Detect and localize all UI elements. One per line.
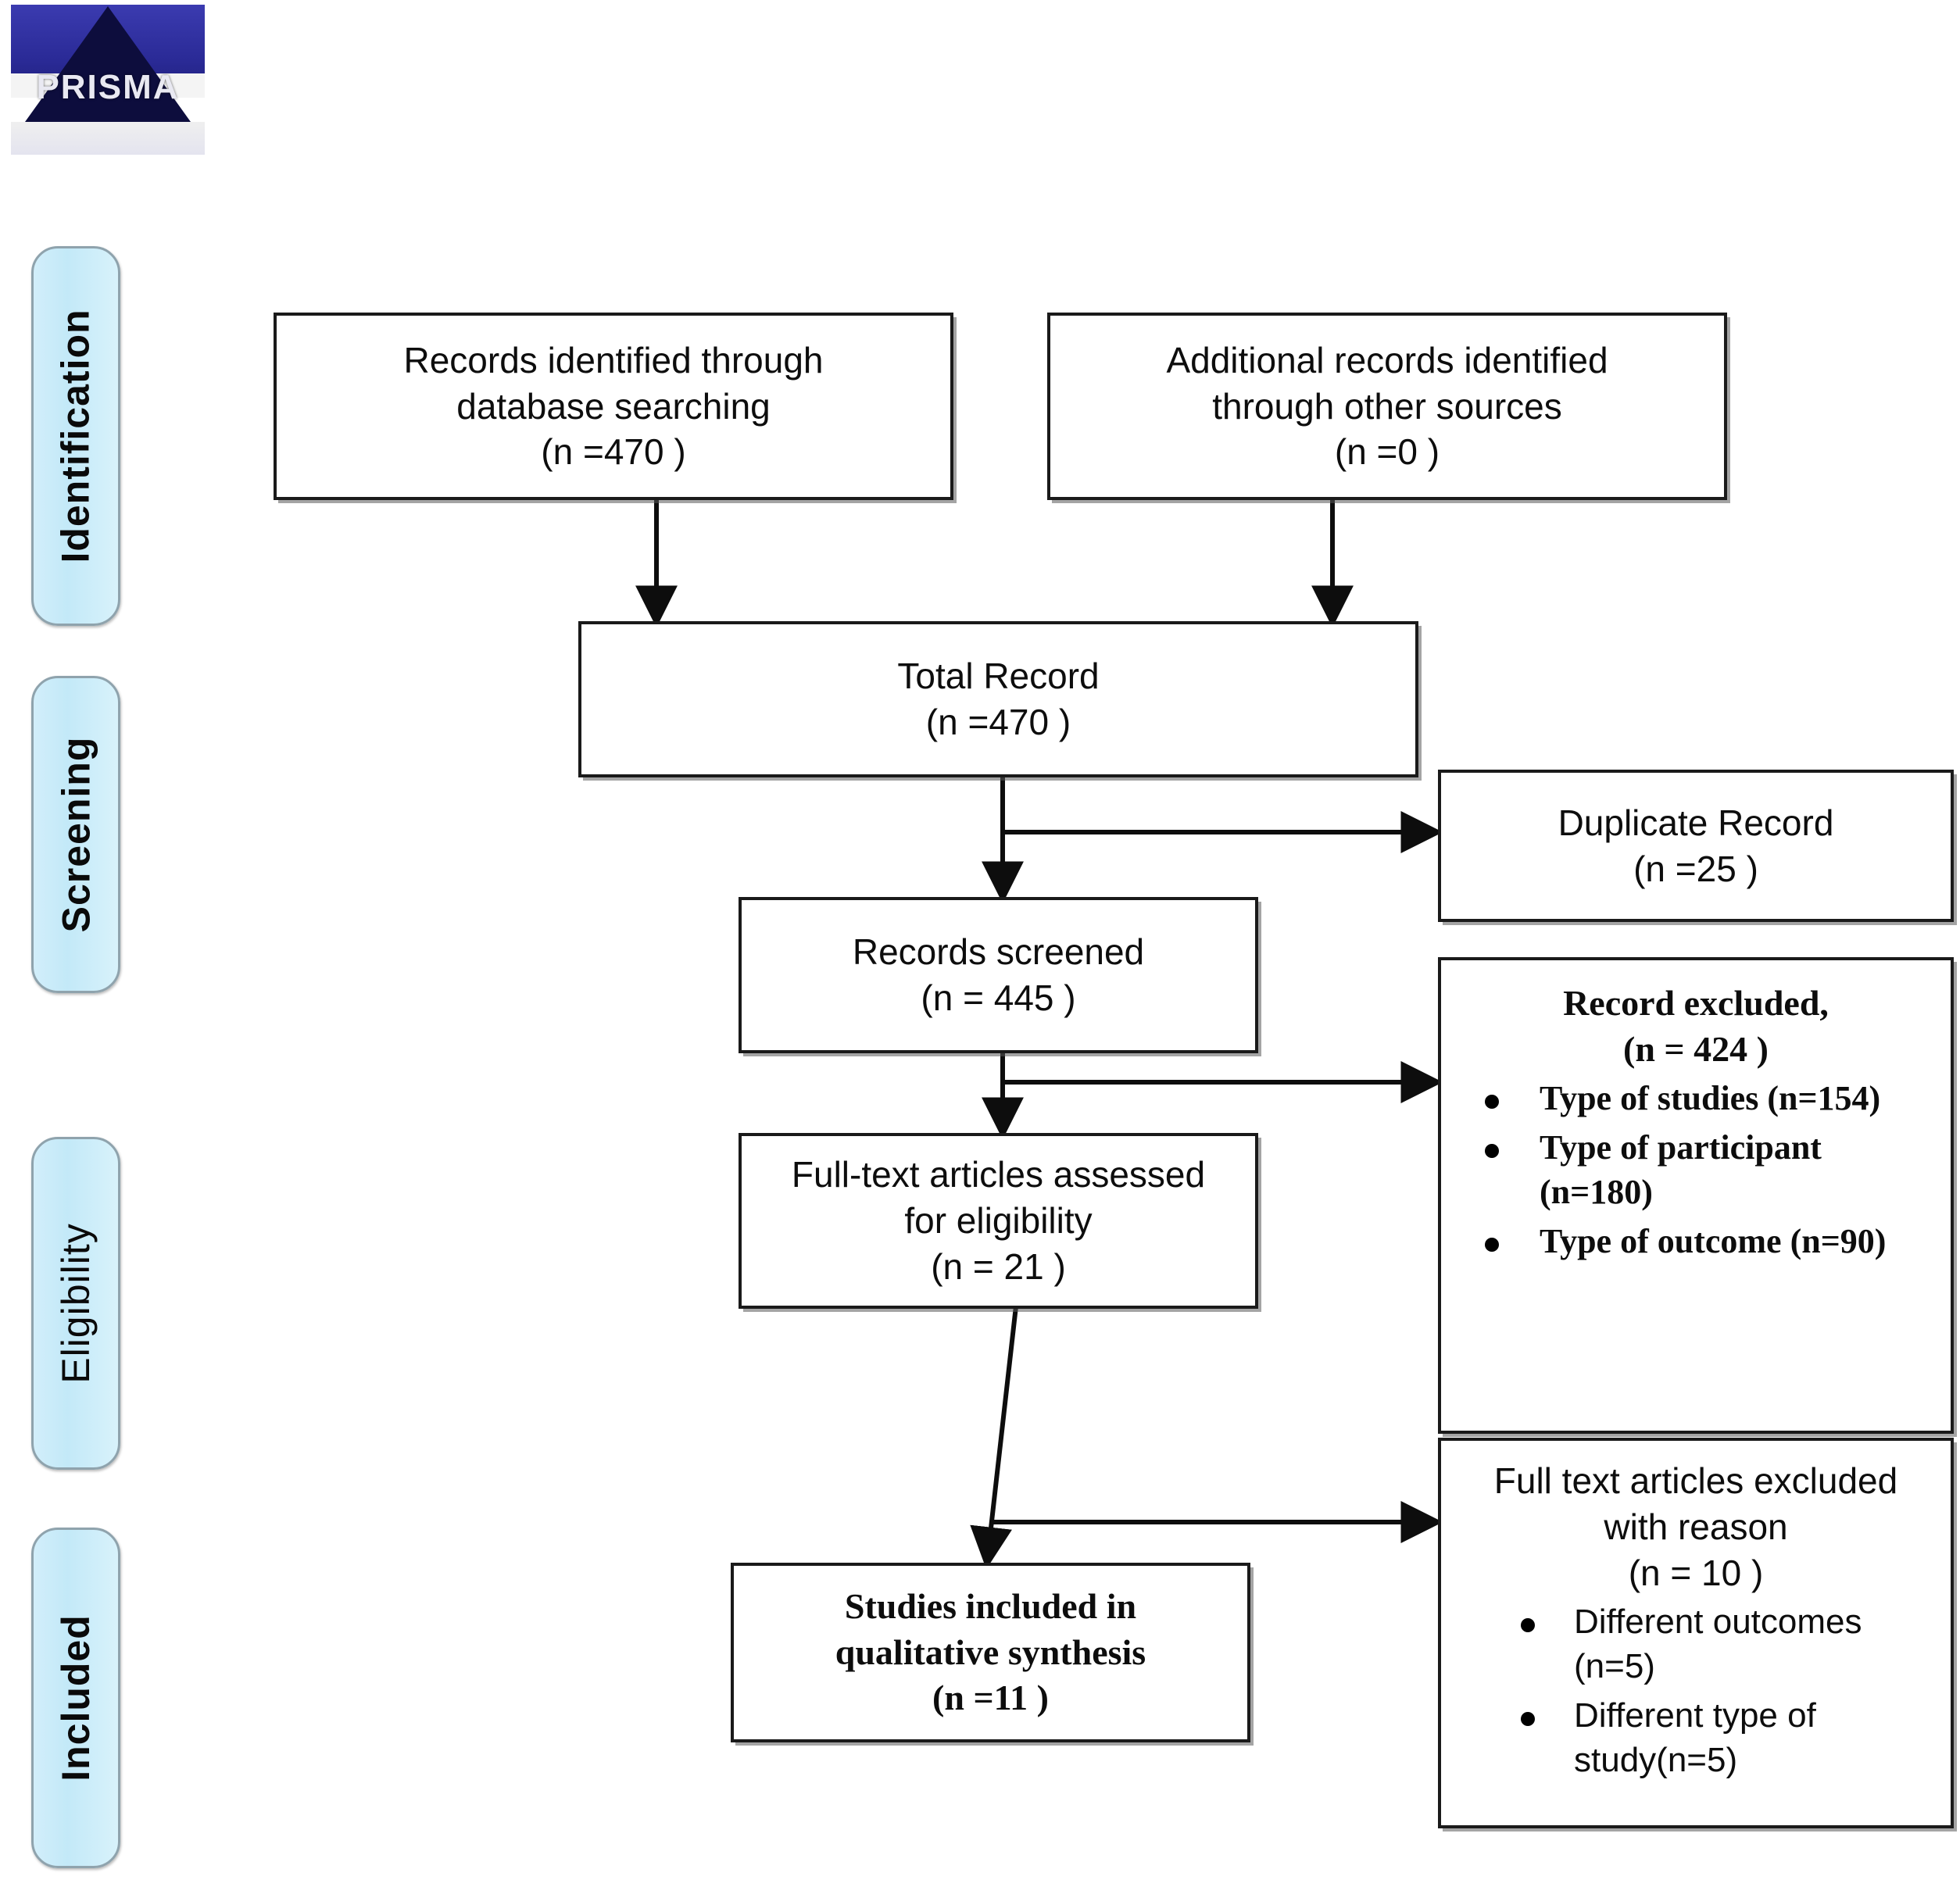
bullet-dot-icon: [1485, 1143, 1499, 1158]
box-additional-records-line2: through other sources: [1212, 385, 1562, 427]
box-record-excluded-bullets: Type of studies (n=154) Type of particip…: [1449, 1076, 1943, 1269]
box-duplicate-record-count: (n =25 ): [1633, 848, 1758, 889]
list-item-label: Type of outcome (n=90): [1540, 1222, 1887, 1261]
list-item: Different type of study(n=5): [1449, 1693, 1943, 1782]
box-duplicate-record-title: Duplicate Record: [1558, 802, 1834, 843]
box-additional-records-count: (n =0 ): [1334, 431, 1440, 473]
logo-band-bottom: [11, 121, 205, 155]
stage-pill-identification: Identification: [31, 246, 120, 626]
box-studies-included: Studies included in qualitative synthesi…: [731, 1563, 1250, 1742]
box-fulltext-assessed-count: (n = 21 ): [931, 1245, 1066, 1287]
box-records-identified-count: (n =470 ): [541, 431, 686, 473]
box-total-record: Total Record (n =470 ): [578, 621, 1418, 777]
box-studies-included-line2: qualitative synthesis: [835, 1631, 1146, 1672]
box-records-identified: Records identified through database sear…: [274, 313, 953, 500]
box-additional-records: Additional records identified through ot…: [1047, 313, 1727, 500]
wire-fulltext-to-included: [970, 1306, 1018, 1570]
box-total-record-title: Total Record: [897, 656, 1100, 697]
logo-wordmark: PRISMA: [36, 67, 180, 106]
list-item: Different outcomes (n=5): [1449, 1599, 1943, 1689]
box-record-excluded-count: (n = 424 ): [1623, 1028, 1769, 1069]
logo-triangle-icon: [25, 5, 191, 122]
box-studies-included-line1: Studies included in: [844, 1585, 1137, 1626]
box-records-screened-title: Records screened: [852, 931, 1145, 973]
box-records-screened-count: (n = 445 ): [921, 977, 1076, 1018]
box-records-identified-line1: Records identified through: [403, 339, 824, 381]
bullet-dot-icon: [1521, 1617, 1535, 1632]
stage-label-screening: Screening: [54, 736, 98, 933]
box-fulltext-assessed: Full-text articles assessed for eligibil…: [739, 1133, 1258, 1309]
list-item-label: Different outcomes (n=5): [1574, 1602, 1862, 1685]
box-fulltext-excluded-line2: with reason: [1604, 1506, 1788, 1547]
list-item-label: Type of studies (n=154): [1540, 1078, 1881, 1117]
box-fulltext-assessed-line2: for eligibility: [904, 1200, 1093, 1242]
stage-label-identification: Identification: [54, 309, 98, 563]
box-fulltext-excluded-line1: Full text articles excluded: [1493, 1460, 1898, 1501]
box-total-record-count: (n =470 ): [925, 702, 1071, 742]
stage-pill-screening: Screening: [31, 676, 120, 993]
box-fulltext-excluded: Full text articles excluded with reason …: [1438, 1438, 1954, 1828]
bullet-dot-icon: [1521, 1712, 1535, 1726]
box-fulltext-excluded-bullets: Different outcomes (n=5) Different type …: [1449, 1599, 1943, 1788]
box-studies-included-count: (n =11 ): [932, 1678, 1049, 1718]
stage-label-eligibility: Eligibility: [54, 1223, 98, 1384]
box-record-excluded-title: Record excluded,: [1563, 983, 1829, 1023]
box-fulltext-excluded-count: (n = 10 ): [1628, 1552, 1764, 1593]
list-item: Type of outcome (n=90): [1449, 1219, 1943, 1263]
box-additional-records-line1: Additional records identified: [1166, 339, 1608, 381]
prisma-logo: PRISMA: [11, 5, 205, 155]
box-fulltext-assessed-line1: Full-text articles assessed: [791, 1154, 1206, 1195]
box-records-screened: Records screened (n = 445 ): [739, 897, 1258, 1053]
list-item-label: Different type of study(n=5): [1574, 1696, 1816, 1780]
list-item-label: Type of participant (n=180): [1540, 1127, 1822, 1212]
stage-pill-included: Included: [31, 1528, 120, 1868]
list-item: Type of participant (n=180): [1449, 1125, 1943, 1214]
bullet-dot-icon: [1485, 1094, 1499, 1109]
stage-pill-eligibility: Eligibility: [31, 1137, 120, 1470]
bullet-dot-icon: [1485, 1238, 1499, 1253]
stage-label-included: Included: [54, 1614, 98, 1781]
box-records-identified-line2: database searching: [456, 385, 771, 427]
list-item: Type of studies (n=154): [1449, 1076, 1943, 1120]
box-record-excluded: Record excluded, (n = 424 ) Type of stud…: [1438, 957, 1954, 1434]
box-duplicate-record: Duplicate Record (n =25 ): [1438, 770, 1954, 922]
